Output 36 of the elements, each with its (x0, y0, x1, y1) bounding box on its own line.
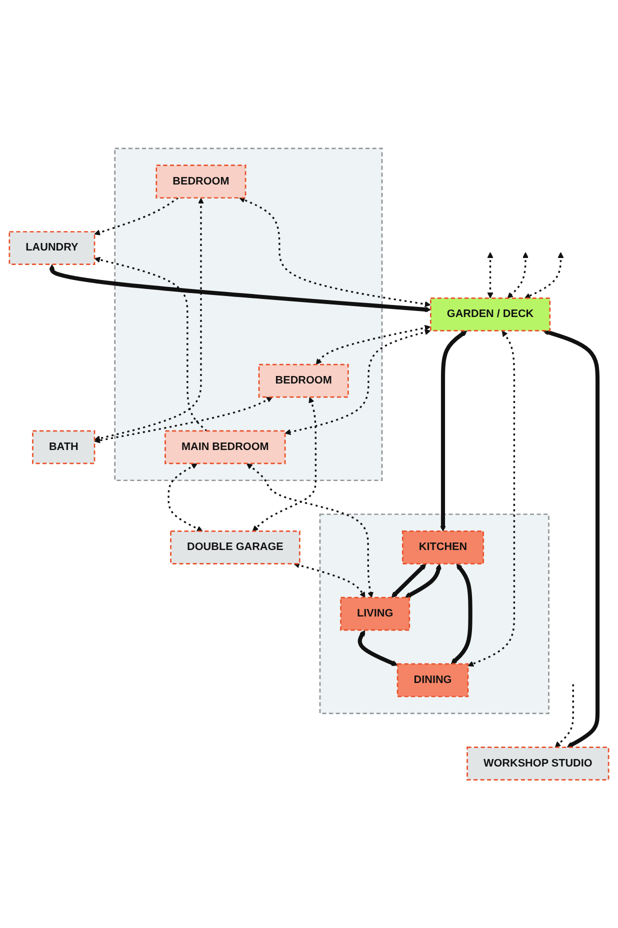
arrow (94, 256, 208, 432)
node-box (340, 596, 410, 631)
node-box (8, 230, 96, 265)
node-box (164, 430, 286, 464)
arrow (316, 324, 431, 365)
node-box (430, 297, 551, 332)
arrow (294, 562, 366, 598)
arrow (94, 198, 204, 442)
node-box (466, 746, 610, 780)
node-box (402, 530, 484, 564)
arrow (524, 252, 564, 298)
arrow (542, 329, 600, 748)
node-box (32, 430, 96, 464)
arrow (358, 630, 398, 666)
arrow (284, 329, 431, 435)
arrow (246, 463, 374, 598)
arrow (468, 330, 516, 666)
arrow (404, 564, 442, 598)
arrow (450, 564, 472, 664)
arrow (554, 684, 574, 748)
arrow (239, 197, 431, 307)
node-box (156, 164, 246, 198)
arrow (507, 252, 528, 298)
arrow (252, 396, 317, 532)
node-box (258, 364, 349, 398)
arrow (487, 252, 494, 298)
cluster (114, 148, 383, 481)
arrow (49, 264, 431, 312)
node-box (396, 663, 469, 698)
arrow (391, 564, 426, 598)
arrow (168, 463, 203, 532)
cluster (319, 513, 550, 714)
node-box (170, 530, 300, 564)
arrow (94, 197, 178, 236)
arrow (94, 396, 273, 444)
arrow (440, 330, 468, 532)
